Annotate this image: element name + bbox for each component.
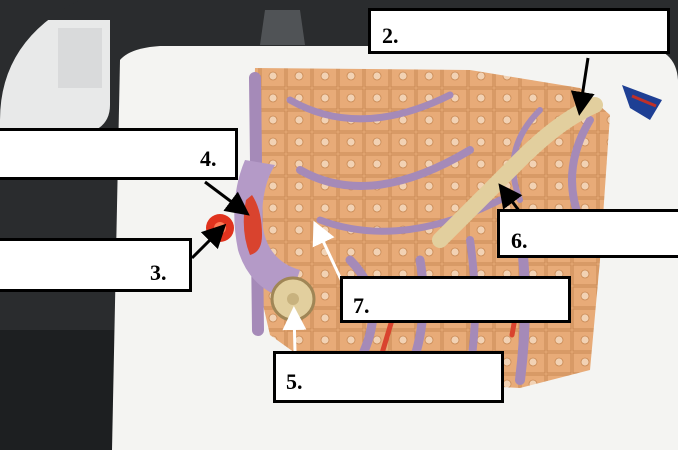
arrow-3 (190, 223, 227, 260)
logo-mark (622, 85, 662, 120)
rounded-corner (0, 0, 80, 120)
label-box-6[interactable] (497, 209, 678, 258)
label-4-text: 4. (200, 146, 217, 171)
logo-stripe (631, 94, 657, 108)
label-7-text: 7. (353, 293, 370, 318)
arrow-4 (204, 180, 250, 216)
duct (432, 97, 603, 248)
label-box-3[interactable] (0, 238, 192, 292)
label-box-2[interactable] (368, 8, 670, 54)
bottle-label (58, 28, 102, 88)
arrow-6 (498, 183, 523, 213)
label-2-text: 2. (382, 23, 399, 48)
capsule (234, 160, 300, 300)
glassware (260, 10, 305, 45)
arrow-2 (570, 57, 595, 116)
label-5-text: 5. (286, 369, 303, 394)
arrow-5 (282, 306, 307, 353)
label-box-4[interactable] (0, 128, 238, 180)
duct-cross-section-lumen (287, 293, 299, 305)
label-box-5[interactable] (273, 351, 504, 403)
label-6-text: 6. (511, 228, 528, 253)
label-box-7[interactable] (340, 276, 571, 323)
label-3-text: 3. (150, 260, 167, 285)
